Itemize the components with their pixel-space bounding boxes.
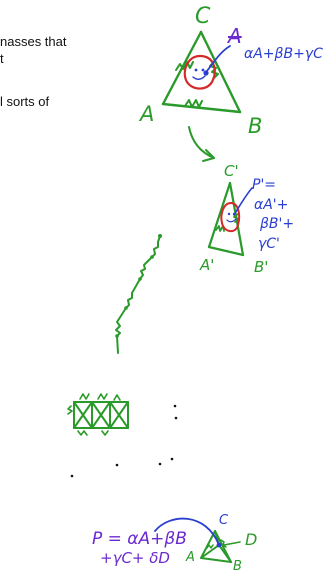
down-arrow [188,126,215,162]
top-vertex-a: A [140,102,155,126]
bottom-formula-connector [154,517,220,546]
top-vertex-b: B [248,114,263,138]
second-formula-line-4: γC' [258,236,280,252]
top-formula-connector [206,45,231,72]
bottom-vertex-c: C [219,513,229,528]
second-vertex-c: C' [224,162,239,180]
text-fragment-1: nasses that [0,34,67,49]
d-pointer [223,541,241,546]
stray-dots [70,404,178,478]
top-marked-label: A [228,24,242,48]
bottom-vertex-b: B [233,559,242,574]
spring-chain-nodes [115,234,162,338]
spring-grid [67,393,129,436]
text-fragment-2: t [0,51,4,66]
second-formula-line-3: βB'+ [260,216,295,232]
spring-chain [115,235,161,354]
second-vertex-a: A' [200,256,215,274]
second-triangle [207,181,245,257]
second-formula-line-1: P'= [252,177,277,193]
bottom-vertex-a: A [186,550,195,565]
top-triangle [161,30,242,114]
second-formula-line-2: αA'+ [254,197,289,213]
top-red-region [183,54,216,90]
bottom-triangle [200,530,232,563]
bottom-vertex-d: D [245,530,258,549]
second-formula-connector [233,187,253,216]
text-fragment-3: l sorts of [0,94,50,109]
bottom-formula-line-1: P = αA+βB [92,529,187,549]
top-vertex-c: C [195,4,211,29]
top-formula: αA+βB+γC [244,46,323,62]
bottom-formula-line-2: +γC+ δD [100,549,170,567]
second-vertex-b: B' [254,258,269,276]
